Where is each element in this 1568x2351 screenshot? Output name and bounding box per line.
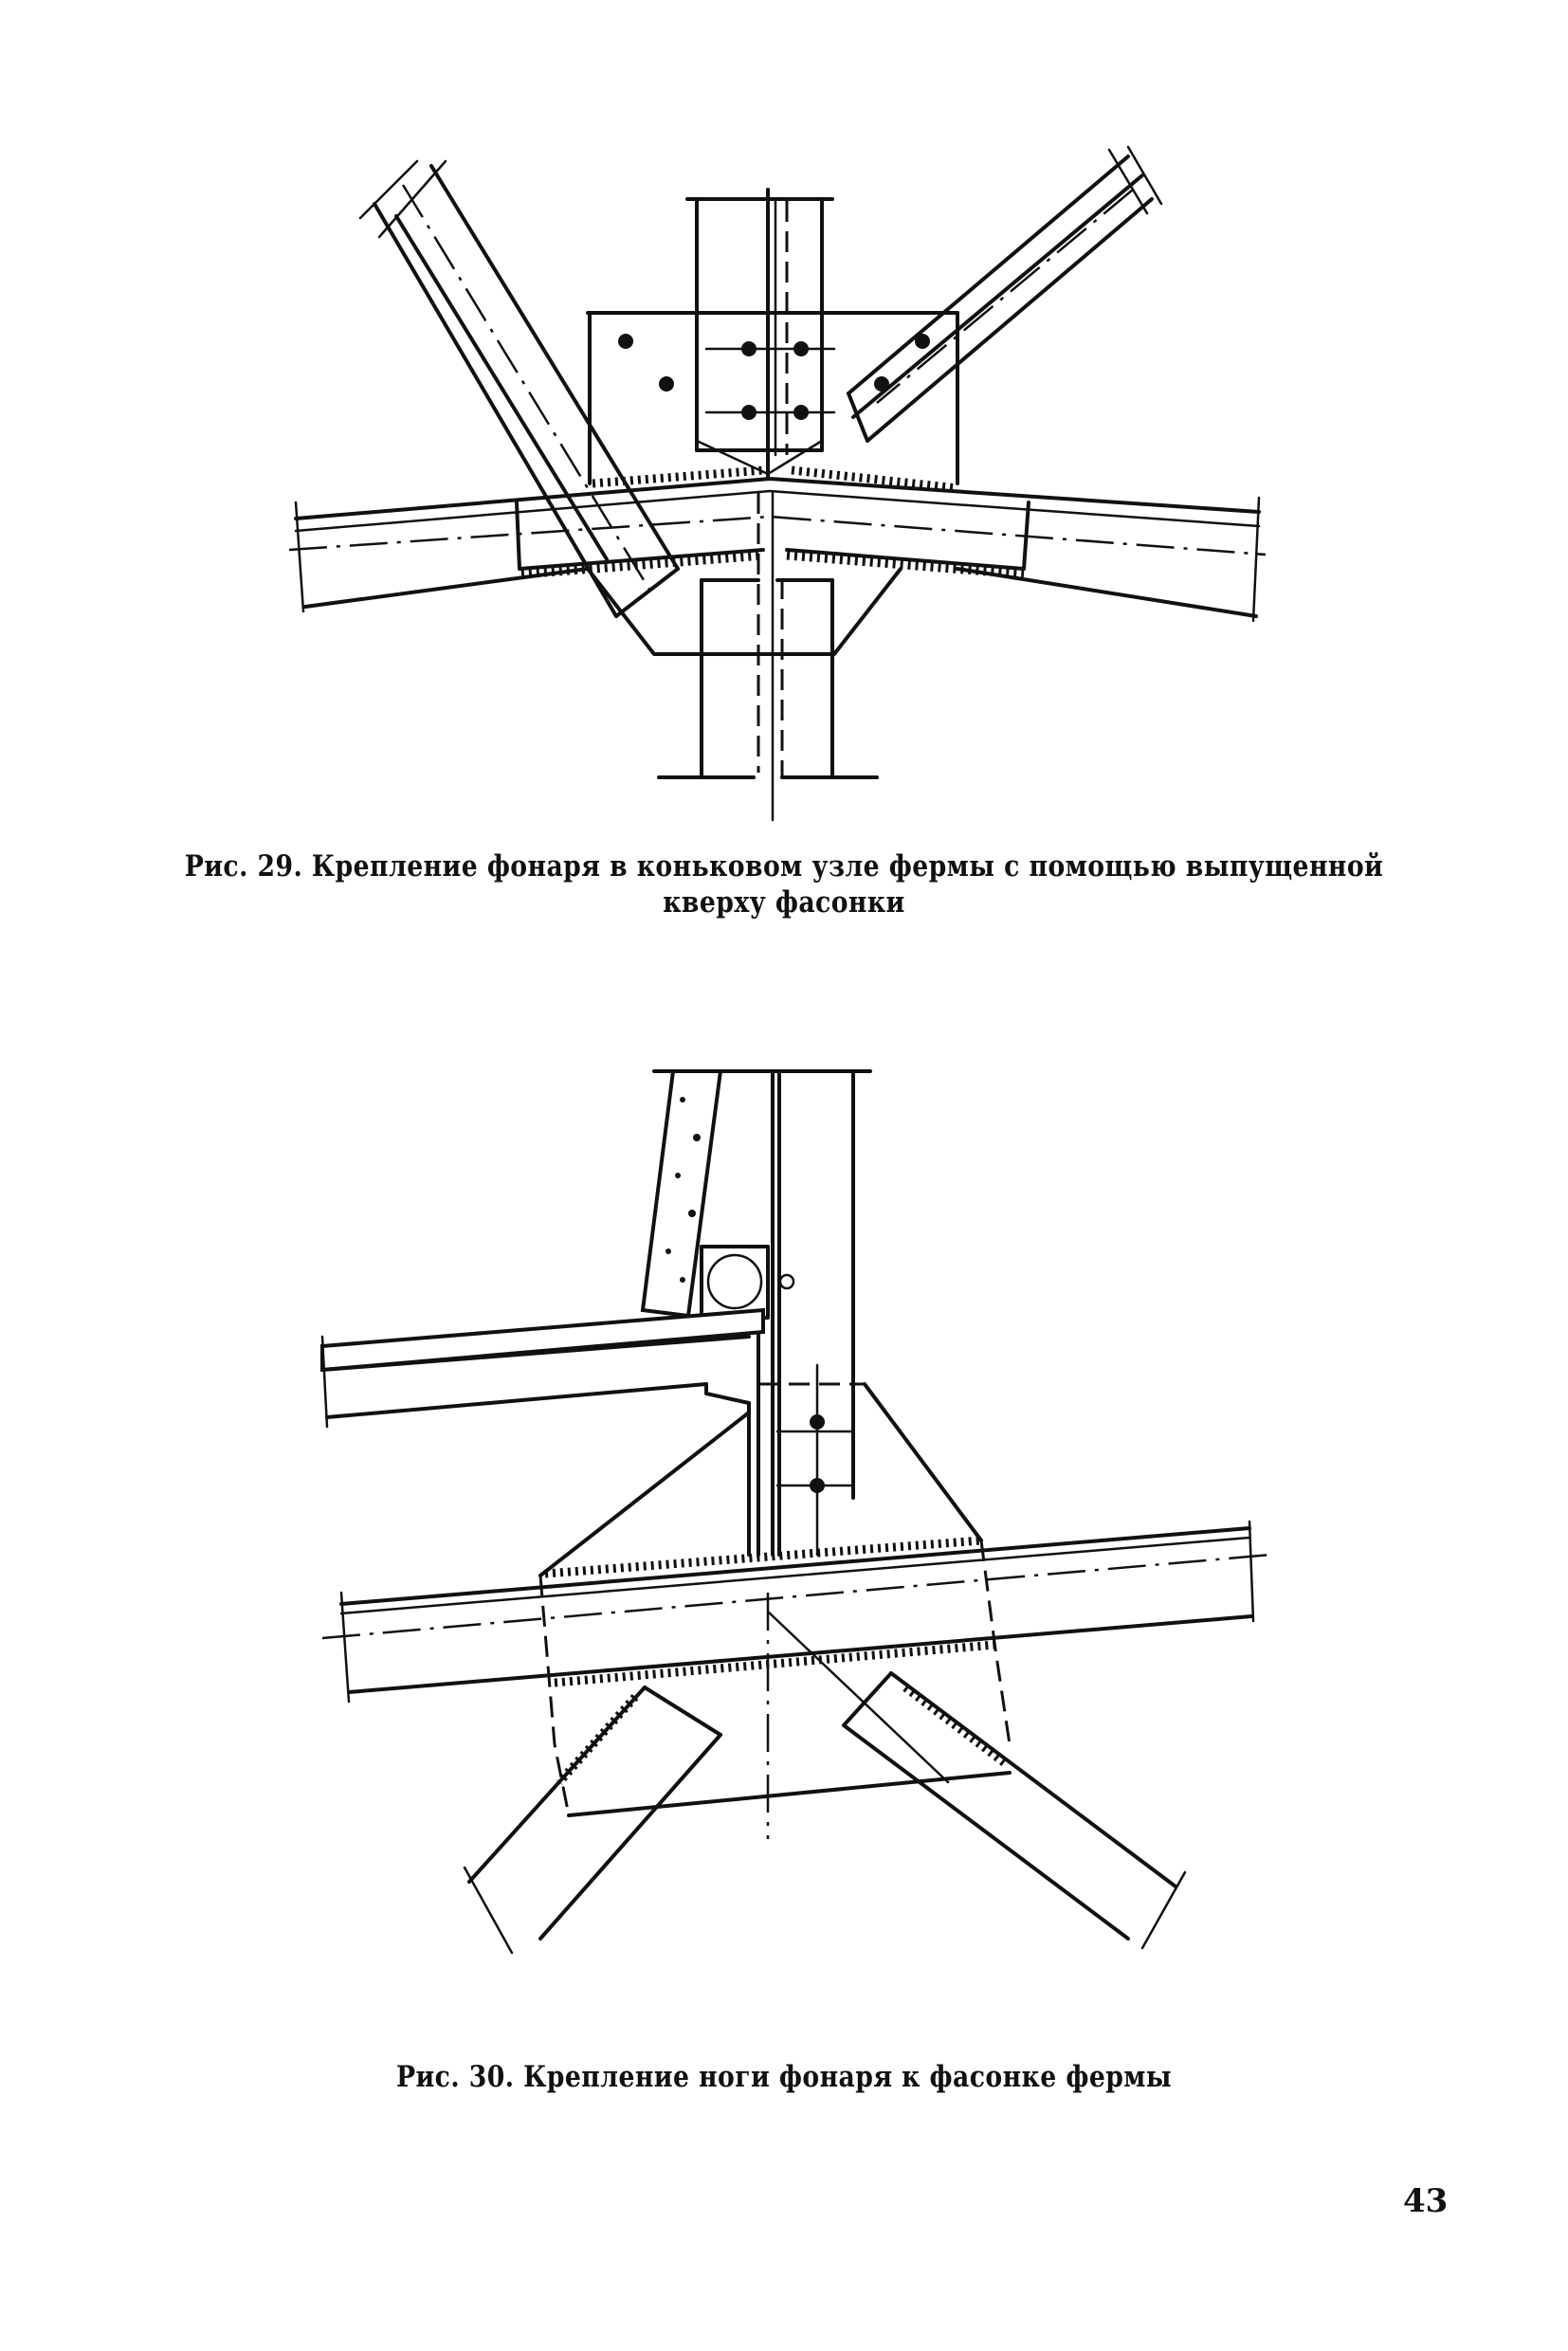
upper-gusset bbox=[538, 1363, 983, 1577]
figure-29-caption-line1: Рис. 29. Крепление фонаря в коньковом уз… bbox=[184, 849, 1384, 884]
figure-29-caption-line2: кверху фасонки bbox=[663, 885, 905, 920]
bolt-group bbox=[618, 334, 930, 420]
left-lower-brace bbox=[463, 1686, 722, 1955]
panel-texture bbox=[665, 1097, 701, 1283]
figure-29-drawing bbox=[288, 145, 1267, 822]
lower-gusset-plate bbox=[538, 1540, 1012, 1839]
figure-30-caption: Рис. 30. Крепление ноги фонаря к фасонке… bbox=[395, 2060, 1173, 2094]
central-post bbox=[685, 188, 834, 481]
right-lower-brace bbox=[842, 1671, 1187, 1950]
page-number: 43 bbox=[1403, 2182, 1449, 2220]
truss-chord bbox=[321, 1520, 1271, 1704]
lower-gusset bbox=[586, 491, 903, 822]
figure-30-drawing bbox=[320, 1069, 1271, 1955]
roof-slab bbox=[320, 1307, 765, 1557]
ridge-splice-plate bbox=[515, 501, 1030, 579]
right-diagonal-brace bbox=[847, 145, 1163, 443]
top-chord bbox=[288, 465, 1267, 623]
skylight-leg bbox=[652, 1069, 872, 1557]
gusset-plate bbox=[586, 311, 959, 485]
